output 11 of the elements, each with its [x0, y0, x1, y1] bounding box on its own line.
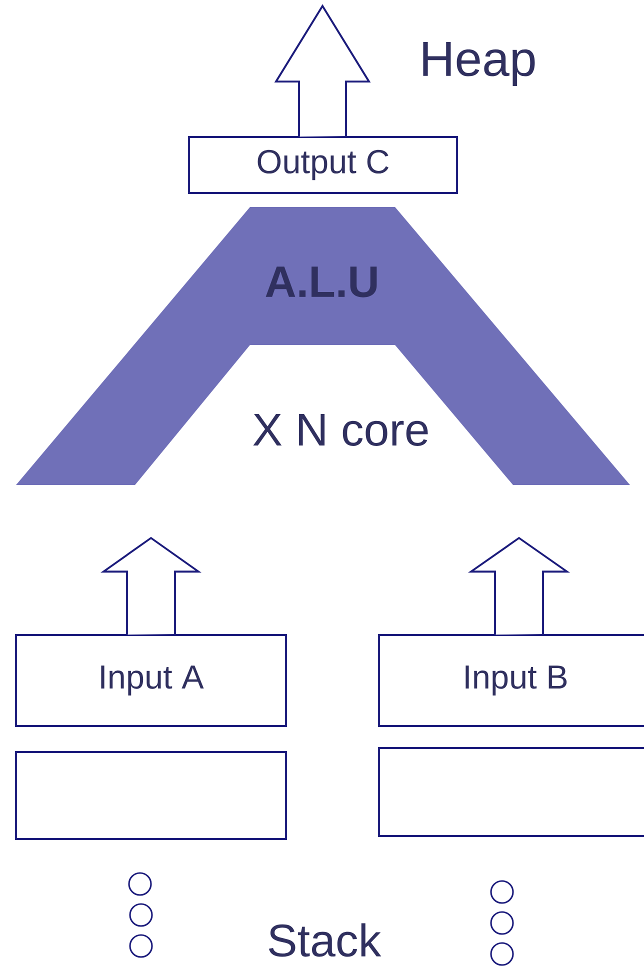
block-arrow: [100, 536, 202, 636]
label: Heap: [423, 42, 535, 86]
block-arrow: [468, 536, 570, 636]
label: Stack: [268, 923, 382, 957]
input-box: Input B: [378, 634, 644, 727]
empty-box: [378, 747, 644, 837]
input-box: Output C: [188, 136, 458, 194]
input-box: Input A: [15, 634, 287, 727]
label: X N core: [253, 414, 428, 446]
block-arrow: [274, 4, 371, 138]
empty-box: [15, 751, 287, 840]
